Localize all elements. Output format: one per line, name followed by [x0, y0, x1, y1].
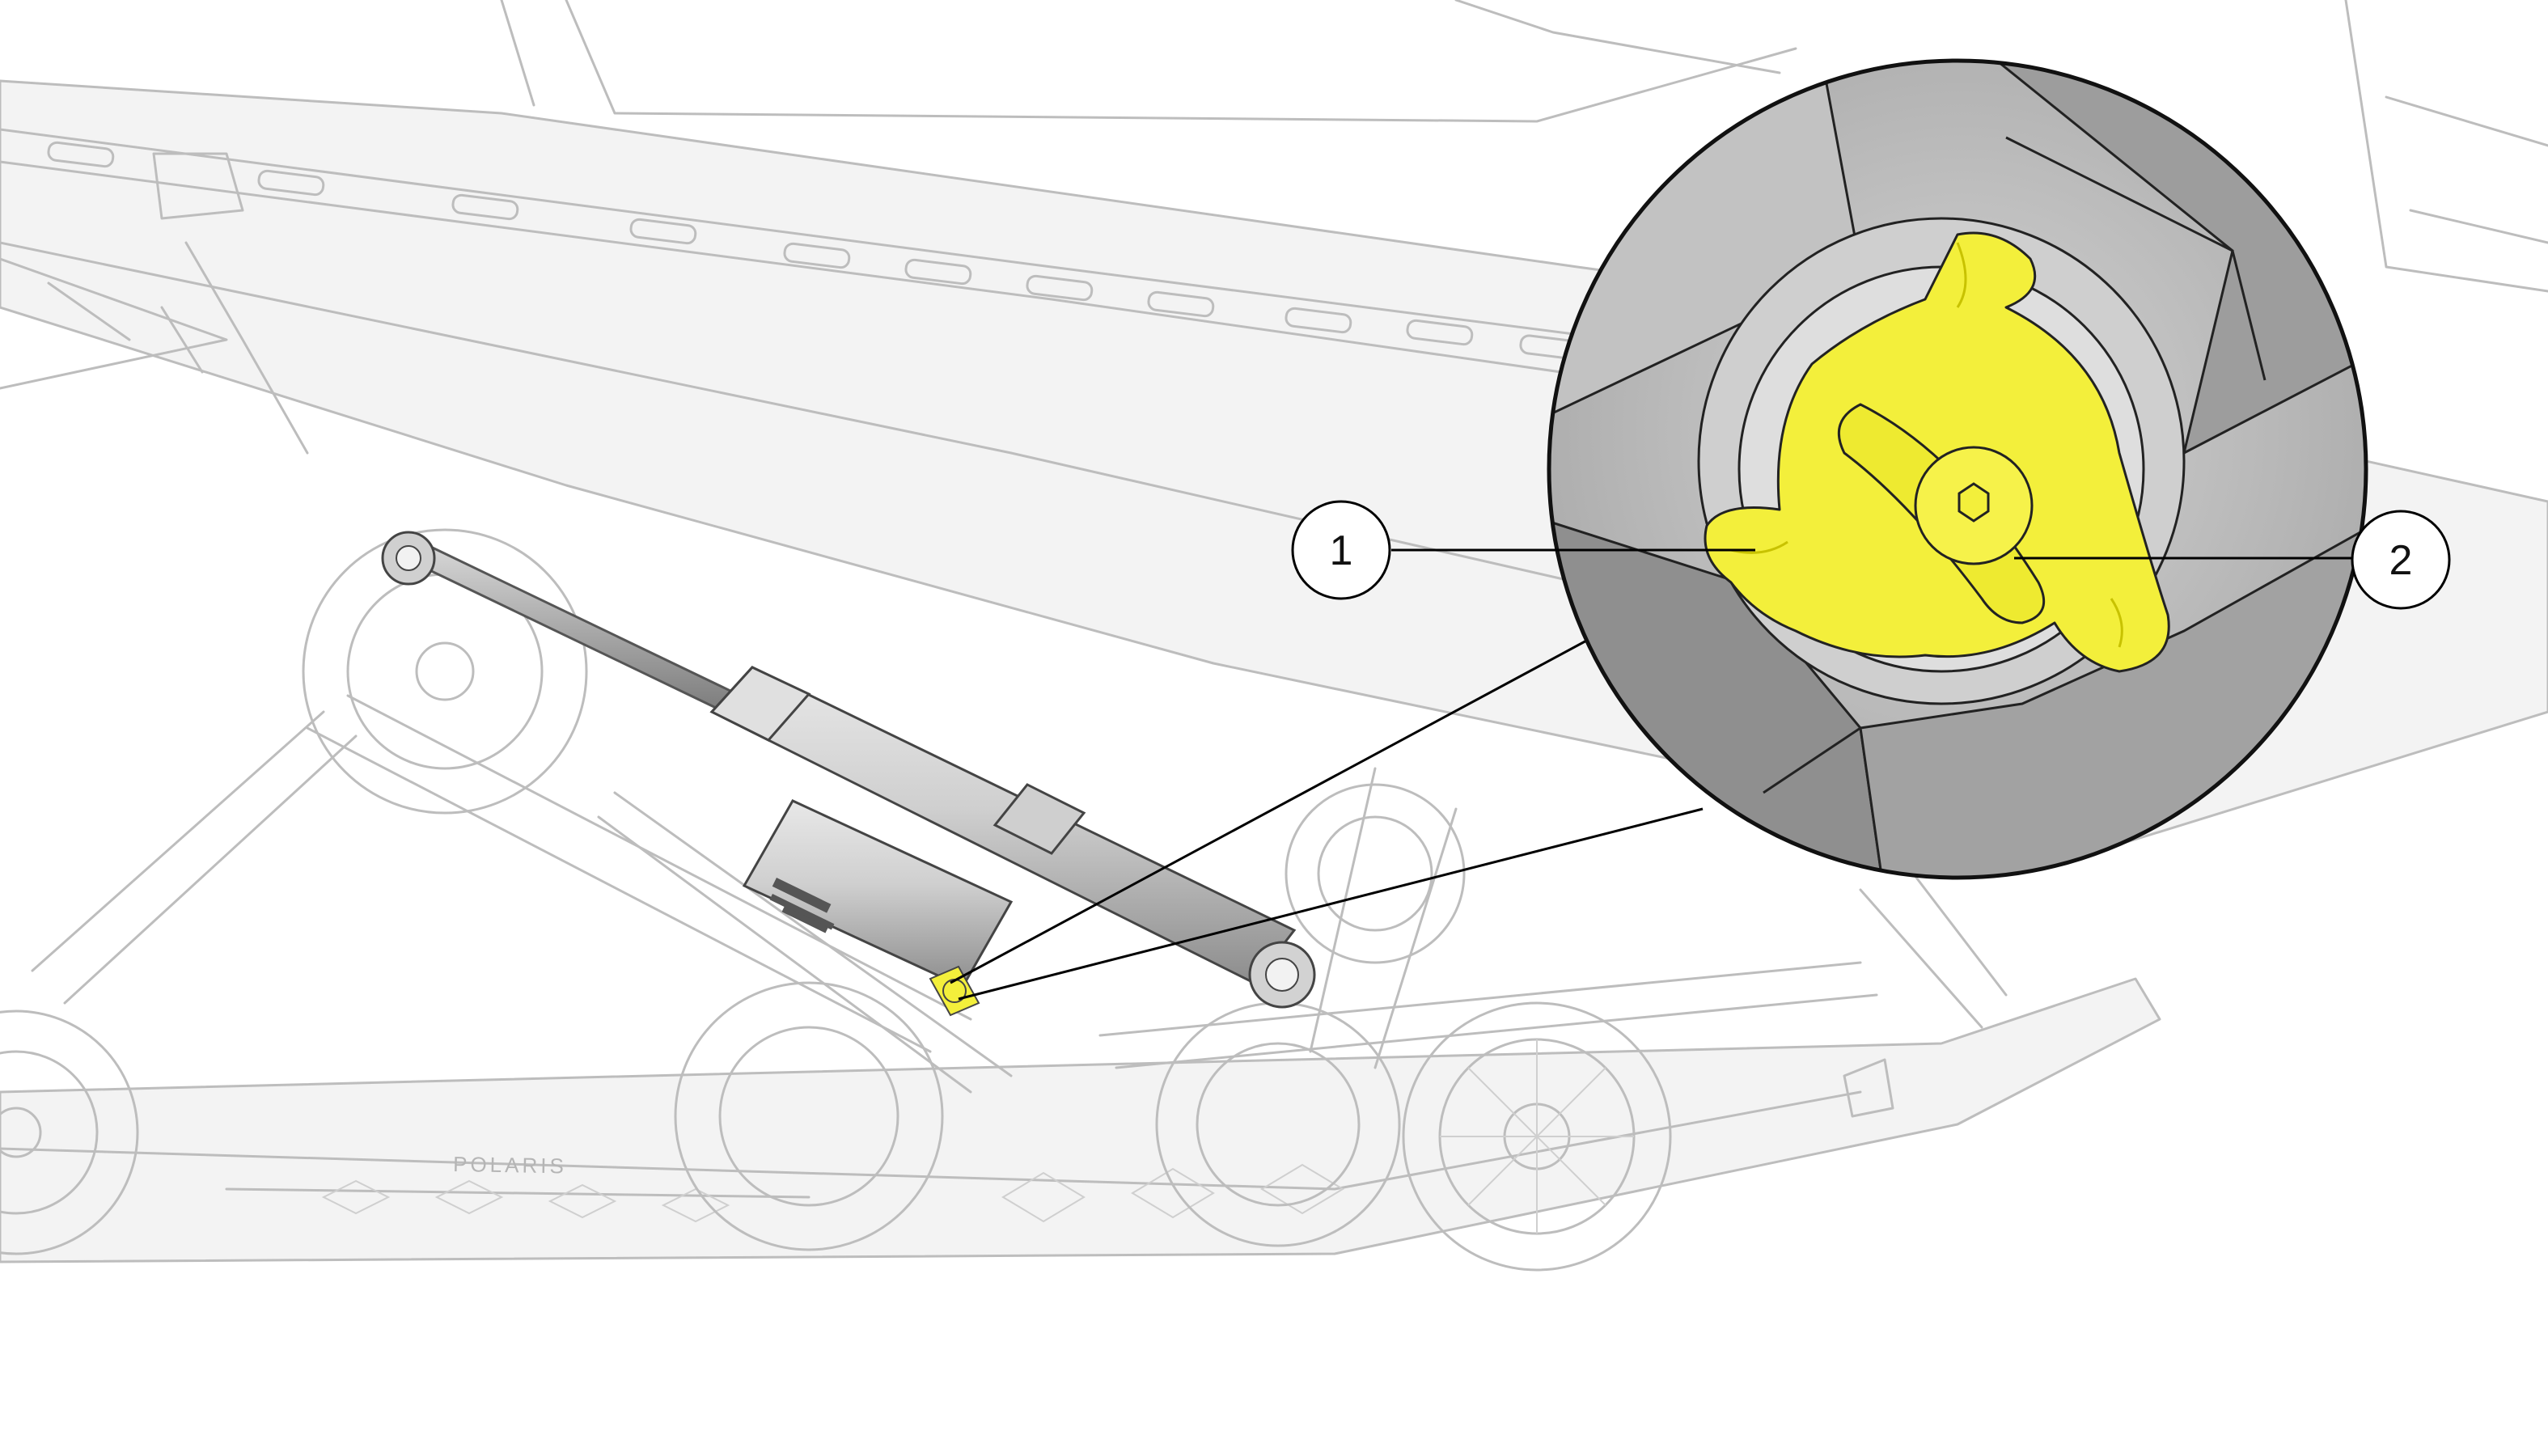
callout-2-label: 2	[2389, 537, 2413, 584]
compression-adjuster-small	[929, 965, 980, 1017]
rebound-adjuster-knob	[1704, 231, 2170, 673]
idler-wheel-left	[0, 1009, 139, 1255]
callout-2: 2	[2014, 510, 2451, 610]
shock-rod	[402, 540, 734, 709]
callout-2-bubble	[2351, 510, 2451, 610]
rear-track-shock	[381, 531, 1316, 1017]
slide-rail	[0, 977, 2161, 1263]
idler-wheel-middle	[674, 981, 944, 1251]
shock-reservoir	[742, 799, 1014, 988]
detail-view-frame	[1547, 58, 2368, 880]
shock-label-sticker	[769, 878, 835, 933]
callout-1-bubble	[1291, 500, 1391, 600]
zoom-leader-lines	[950, 637, 1704, 1001]
idler-wheel-rear	[1402, 1001, 1672, 1272]
tunnel-slots	[47, 141, 1579, 360]
callout-1: 1	[1291, 500, 1755, 600]
track-logo: POLARIS	[453, 1152, 567, 1178]
bogie-wheel	[1285, 783, 1466, 964]
callout-1-label: 1	[1330, 527, 1353, 574]
shock-collar	[993, 783, 1086, 855]
suspension-ghost: POLARIS	[0, 528, 2161, 1272]
